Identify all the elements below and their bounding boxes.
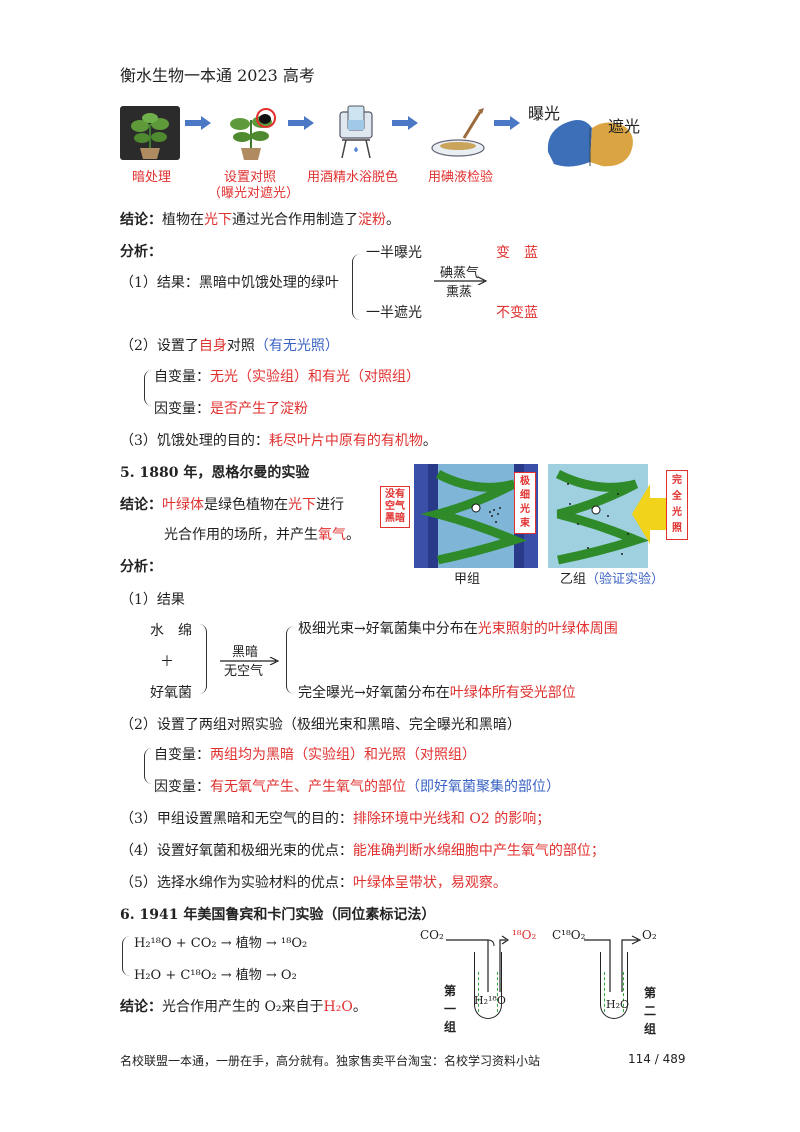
gas-flow-arrow-icon	[446, 935, 510, 992]
section4-independent-variable: 自变量：无光（实验组）和有光（对照组）	[154, 369, 420, 385]
iodine-vapor-text: 碘蒸气	[440, 266, 480, 281]
section5-q5: （5）选择水绵作为实验材料的优点：叶绿体呈带状，易观察。	[120, 875, 507, 891]
footer-text: 名校联盟一本通，一册在手，高分就有。独家售卖平台淘宝：名校学习资料小站	[120, 1054, 541, 1068]
water-bath-icon	[330, 104, 382, 162]
dark-condition-text: 黑暗	[232, 645, 259, 660]
page-number: 114 / 489	[628, 1052, 686, 1066]
turns-blue-text: 变 蓝	[496, 245, 538, 261]
section4-purpose: （3）饥饿处理的目的：耗尽叶片中原有的有机物。	[120, 433, 437, 449]
section5-analysis-label: 分析：	[120, 559, 162, 575]
reaction-arrow-icon	[434, 277, 488, 285]
plus-sign: ＋	[160, 654, 174, 670]
water-label-2: H₂O	[606, 998, 630, 1011]
section5-independent-variable: 自变量：两组均为黑暗（实验组）和光照（对照组）	[154, 747, 476, 763]
step-dark-label: 暗处理	[132, 170, 172, 185]
section5-conclusion-line1: 结论：叶绿体是绿色植物在光下进行	[120, 497, 344, 513]
variables-brace	[144, 748, 153, 784]
section5-q3: （3）甲组设置黑暗和无空气的目的：排除环境中光线和 O2 的影响；	[120, 811, 551, 827]
light-arrow-icon	[632, 484, 668, 544]
group-b-caption: 乙组（验证实验）	[560, 572, 665, 587]
section4-analysis-label: 分析：	[120, 244, 162, 260]
flow-arrow-icon	[185, 116, 211, 130]
dark-plant-icon	[120, 106, 180, 160]
result-brace	[352, 254, 363, 320]
half-exposed-text: 一半曝光	[366, 245, 422, 261]
reactants-brace	[198, 624, 207, 694]
section4-dependent-variable: 因变量：是否产生了淀粉	[154, 401, 308, 417]
flow-arrow-icon	[494, 116, 520, 130]
section4-control: （2）设置了自身对照（有无光照）	[120, 338, 339, 354]
aerobic-bacteria-text: 好氧菌	[150, 685, 192, 701]
thin-beam-result: 极细光束→好氧菌集中分布在光束照射的叶绿体周围	[298, 621, 618, 637]
page-header-title: 衡水生物一本通 2023 高考	[120, 66, 315, 85]
group1-label: 第 一 组	[444, 984, 457, 1034]
fumigate-text: 熏蒸	[446, 285, 473, 300]
variables-brace	[144, 370, 153, 406]
section5-title: 5. 1880 年，恩格尔曼的实验	[120, 465, 310, 481]
section4-result-lead: （1）结果：黑暗中饥饿处理的绿叶	[120, 275, 339, 291]
equation-group-2: H₂O + C¹⁸O₂ → 植物 → O₂	[134, 968, 297, 983]
group2-label: 第 二 组	[644, 986, 657, 1036]
section5-conclusion-line2: 光合作用的场所，并产生氧气。	[164, 527, 360, 543]
gas-flow-arrow-icon	[584, 935, 642, 992]
leaf-exposed-label: 曝光	[528, 104, 561, 123]
step-control-label: 设置对照	[224, 170, 277, 185]
result-leaf-icon	[540, 112, 640, 172]
no-air-condition-text: 无空气	[224, 664, 264, 679]
flow-arrow-icon	[392, 116, 418, 130]
iodine-test-icon	[428, 108, 488, 160]
o18-output-label: ¹⁸O₂	[512, 928, 537, 942]
section5-dependent-variable: 因变量：有无氧气产生、产生氧气的部位（即好氧菌聚集的部位）	[154, 779, 560, 795]
full-light-result: 完全曝光→好氧菌分布在叶绿体所有受光部位	[298, 685, 576, 701]
step-iodine-label: 用碘液检验	[428, 170, 494, 185]
section5-control: （2）设置了两组对照实验（极细光束和黑暗、完全曝光和黑暗）	[120, 717, 521, 733]
test-tube-1	[474, 952, 502, 1019]
test-tube-2	[600, 952, 628, 1019]
no-air-dark-tag: 没有 空气 黑暗	[380, 486, 410, 528]
co2-18-input-label: C¹⁸O₂	[552, 928, 586, 942]
section5-result-label: （1）结果	[120, 592, 185, 608]
full-light-tag: 完 全 光 照	[666, 470, 688, 540]
section4-conclusion: 结论：植物在光下通过光合作用制造了淀粉。	[120, 212, 400, 228]
foil-plant-icon	[222, 104, 280, 162]
section6-conclusion: 结论：光合作用产生的 O₂来自于H₂O。	[120, 999, 367, 1015]
o2-output-label: O₂	[642, 928, 657, 942]
water-label-1: H₂¹⁸O	[474, 994, 506, 1007]
half-shaded-text: 一半遮光	[366, 305, 422, 321]
group-b-image	[548, 464, 650, 568]
section5-q4: （4）设置好氧菌和极细光束的优点：能准确判断水绵细胞中产生氧气的部位；	[120, 843, 605, 859]
co2-input-label: CO₂	[420, 928, 444, 942]
step-bath-label: 用酒精水浴脱色	[307, 170, 399, 185]
flow-arrow-icon	[288, 116, 314, 130]
leaf-shaded-label: 遮光	[608, 117, 641, 136]
section6-title: 6. 1941 年美国鲁宾和卡门实验（同位素标记法）	[120, 907, 436, 923]
reaction-arrow-icon	[220, 657, 280, 665]
spirogyra-text: 水 绵	[150, 623, 192, 639]
equations-brace	[122, 936, 131, 976]
step-control-sublabel: （曝光对遮光）	[208, 186, 300, 201]
not-blue-text: 不变蓝	[496, 305, 538, 321]
equation-group-1: H₂¹⁸O + CO₂ → 植物 → ¹⁸O₂	[134, 936, 308, 951]
group-a-caption: 甲组	[454, 572, 481, 587]
outcomes-brace	[286, 626, 297, 694]
plant-in-tube-1	[478, 972, 498, 1012]
thin-beam-tag: 极 细 光 束	[514, 472, 536, 534]
plant-in-tube-2	[604, 972, 624, 1012]
